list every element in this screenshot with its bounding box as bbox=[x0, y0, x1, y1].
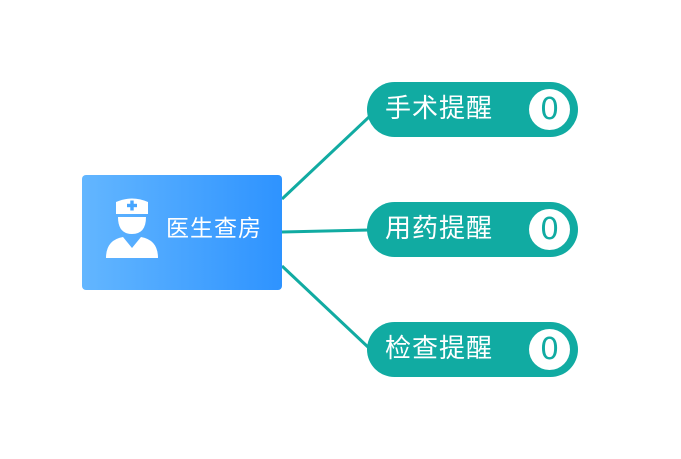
reminder-label: 检查提醒 bbox=[385, 334, 494, 364]
reminder-label: 手术提醒 bbox=[385, 94, 494, 124]
count-badge: 0 bbox=[529, 329, 570, 370]
reminder-medication[interactable]: 用药提醒 0 bbox=[367, 202, 578, 257]
center-label: 医生查房 bbox=[166, 216, 262, 242]
doctor-icon bbox=[106, 198, 158, 258]
center-node-doctor-rounds[interactable]: 医生查房 bbox=[82, 175, 282, 290]
connector-medication bbox=[281, 228, 370, 234]
reminder-surgery[interactable]: 手术提醒 0 bbox=[367, 82, 578, 137]
connector-exam bbox=[280, 264, 371, 350]
count-badge: 0 bbox=[529, 89, 570, 130]
connector-surgery bbox=[280, 115, 371, 201]
reminder-label: 用药提醒 bbox=[385, 214, 494, 244]
count-badge: 0 bbox=[529, 209, 570, 250]
reminder-exam[interactable]: 检查提醒 0 bbox=[367, 322, 578, 377]
